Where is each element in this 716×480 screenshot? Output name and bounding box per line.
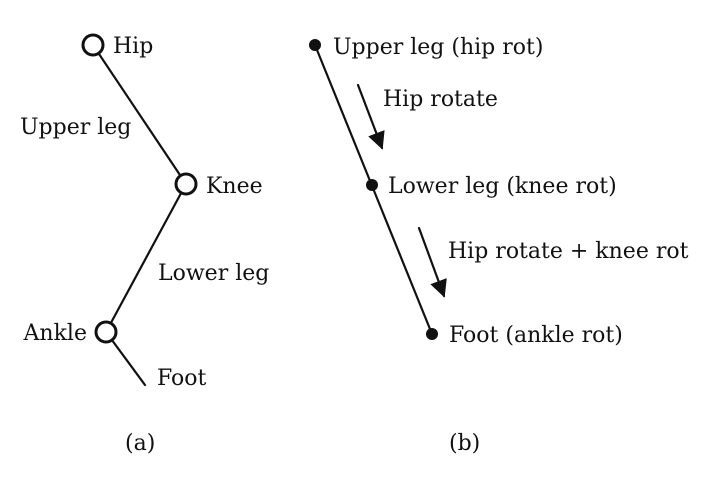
knee-joint [174, 172, 198, 196]
knee-label: Knee [206, 174, 263, 199]
upper-leg-bone [91, 43, 188, 186]
panel-b: Upper leg (hip rot) Lower leg (knee rot)… [309, 35, 689, 456]
foot-node [426, 328, 438, 340]
foot-label: Foot [157, 366, 207, 391]
hip-rotate-label: Hip rotate [383, 87, 498, 112]
upper-leg-node [309, 39, 321, 51]
foot-node-label: Foot (ankle rot) [449, 323, 623, 348]
ankle-label: Ankle [23, 321, 87, 346]
hip-label: Hip [113, 34, 153, 59]
panel-a: Hip Knee Ankle Upper leg Lower leg Foot … [20, 33, 269, 456]
upper-leg-label: Upper leg [20, 115, 131, 140]
lower-leg-label: Lower leg [158, 261, 269, 286]
hip-knee-rotate-label: Hip rotate + knee rot [448, 239, 689, 264]
hip-rotate-arrow [356, 83, 385, 150]
upper-leg-node-label: Upper leg (hip rot) [333, 35, 543, 60]
lower-leg-node-label: Lower leg (knee rot) [388, 174, 617, 199]
ankle-joint [94, 320, 118, 344]
lower-leg-bone [104, 182, 188, 334]
caption-a: (a) [125, 431, 155, 456]
lower-leg-node [366, 179, 378, 191]
hip-knee-rotate-arrow [417, 226, 447, 298]
hip-joint [81, 33, 105, 57]
caption-b: (b) [449, 431, 480, 456]
